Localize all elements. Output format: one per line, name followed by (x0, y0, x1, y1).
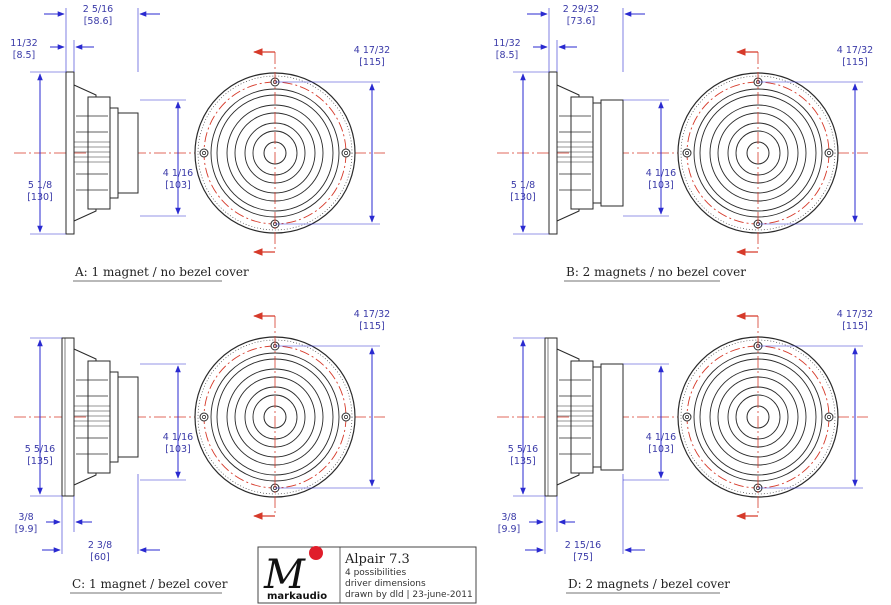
height-dim-mm: [135] (510, 456, 536, 467)
mount-dim-mm: [115] (359, 321, 385, 332)
mount-dim-frac: 4 17/32 (354, 45, 390, 56)
mounting-hole-inner (344, 415, 348, 419)
cone-dim-mm: [103] (648, 444, 674, 455)
height-dim-frac: 5 5/16 (25, 444, 55, 455)
mount-dim-frac: 4 17/32 (354, 309, 390, 320)
driver-side-view (61, 337, 139, 497)
mounting-hole-inner (685, 415, 689, 419)
front-flange (61, 337, 75, 497)
flange-dim-mm: [8.5] (496, 50, 519, 61)
cone-dim-mm: [103] (648, 180, 674, 191)
panel-a: 5 1/8[130]4 1/16[103]4 17/32[115]2 5/16[… (10, 4, 390, 256)
mounting-hole-inner (344, 151, 348, 155)
mounting-hole (824, 412, 834, 422)
mounting-hole-inner (202, 415, 206, 419)
height-dim-mm: [130] (510, 192, 536, 203)
height-dim-frac: 5 5/16 (508, 444, 538, 455)
magnet-plate (109, 371, 119, 463)
driver-side-view (548, 71, 624, 235)
caption-b: B: 2 magnets / no bezel cover (566, 265, 746, 279)
panel-d: 5 5/16[135] 4 1/16[103] 4 17/32[115] 3/8[9.… (497, 309, 873, 563)
flange-dim-frac: 11/32 (10, 38, 37, 49)
magnet-second (600, 99, 624, 207)
driver-side-view (65, 71, 139, 235)
drawing-title: Alpair 7.3 (344, 552, 410, 567)
magnet-plate (592, 102, 602, 204)
flange-dim-mm: [8.5] (13, 50, 36, 61)
cone-dim-frac: 4 1/16 (163, 168, 193, 179)
depth-dim-mm: [60] (90, 552, 110, 563)
depth-dim-mm: [58.6] (84, 16, 113, 27)
title-block-frame (257, 546, 477, 604)
mount-dim-mm: [115] (359, 57, 385, 68)
mount-dim-frac: 4 17/32 (837, 45, 873, 56)
title-block: M markaudio Alpair 7.3 4 possibilities d… (257, 546, 477, 604)
flange-dim-frac: 3/8 (18, 512, 33, 523)
drawing-subtitle: 4 possibilities (345, 568, 406, 578)
mounting-hole (341, 412, 351, 422)
mounting-hole (199, 412, 209, 422)
mounting-hole-inner (827, 151, 831, 155)
cone-dim-mm: [103] (165, 444, 191, 455)
height-dim-frac: 5 1/8 (28, 180, 52, 191)
frame-knurl-ring (197, 339, 353, 495)
basket-frame (87, 96, 111, 210)
depth-dim-frac: 2 29/32 (563, 4, 599, 15)
front-flange (544, 337, 558, 497)
flange-dim-mm: [9.9] (15, 524, 38, 535)
caption-d: D: 2 magnets / bezel cover (568, 577, 730, 591)
magnet-second (600, 363, 624, 471)
mounting-hole (824, 148, 834, 158)
mounting-hole-inner (202, 151, 206, 155)
front-flange (65, 71, 75, 235)
magnet (117, 112, 139, 194)
depth-dim-frac: 2 3/8 (88, 540, 112, 551)
magnet (117, 376, 139, 458)
panel-b: 5 1/8[130] 4 1/16[103] 4 17/32[115] 2 29/32… (493, 4, 873, 256)
caption-c: C: 1 magnet / bezel cover (72, 577, 228, 591)
basket-frame (570, 96, 594, 210)
mount-dim-mm: [115] (842, 57, 868, 68)
basket-frame (570, 360, 594, 474)
cone-dim-frac: 4 1/16 (163, 432, 193, 443)
mounting-hole (341, 148, 351, 158)
flange-dim-mm: [9.9] (498, 524, 521, 535)
mount-dim-frac: 4 17/32 (837, 309, 873, 320)
mounting-hole-inner (685, 151, 689, 155)
logo-dot-icon (309, 546, 323, 560)
depth-dim-frac: 2 15/16 (565, 540, 601, 551)
frame-knurl-ring (680, 339, 836, 495)
height-dim-frac: 5 1/8 (511, 180, 535, 191)
depth-dim-mm: [75] (573, 552, 593, 563)
flange-dim-frac: 3/8 (501, 512, 516, 523)
frame-knurl-ring (197, 75, 353, 231)
depth-dim-frac: 2 5/16 (83, 4, 113, 15)
frame-knurl-ring (680, 75, 836, 231)
mounting-hole (682, 148, 692, 158)
drawing-author-date: drawn by dld | 23-june-2011 (345, 590, 473, 600)
mounting-hole (682, 412, 692, 422)
mounting-hole-inner (827, 415, 831, 419)
cone-dim-frac: 4 1/16 (646, 168, 676, 179)
height-dim-mm: [130] (27, 192, 53, 203)
depth-dim-mm: [73.6] (567, 16, 596, 27)
basket-frame (87, 360, 111, 474)
height-dim-mm: [135] (27, 456, 53, 467)
flange-dim-frac: 11/32 (493, 38, 520, 49)
caption-a: A: 1 magnet / no bezel cover (74, 265, 249, 279)
drawing-description: driver dimensions (345, 579, 426, 589)
cone-dim-frac: 4 1/16 (646, 432, 676, 443)
logo-text: markaudio (267, 591, 327, 602)
cone-dim-mm: [103] (165, 180, 191, 191)
mounting-hole (199, 148, 209, 158)
front-flange (548, 71, 558, 235)
panel-c: 5 5/16[135] 4 1/16[103] 4 17/32[115] 3/8[9.… (14, 309, 390, 563)
magnet-plate (109, 107, 119, 199)
magnet-plate (592, 366, 602, 468)
mount-dim-mm: [115] (842, 321, 868, 332)
driver-side-view (544, 337, 624, 497)
logo-letter: M (263, 552, 306, 598)
